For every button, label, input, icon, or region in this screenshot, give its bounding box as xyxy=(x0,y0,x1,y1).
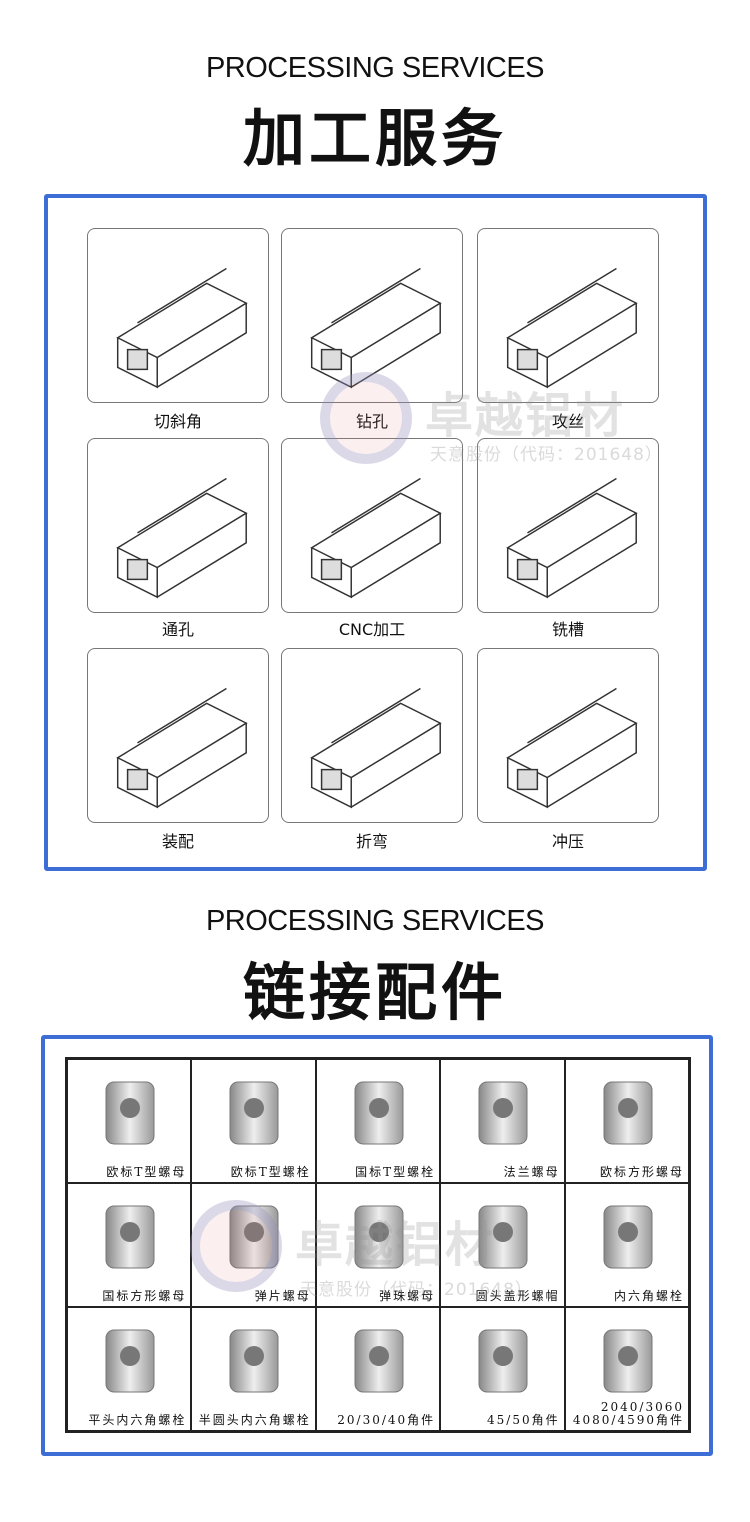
service-label: 折弯 xyxy=(355,832,388,851)
service-label: 通孔 xyxy=(161,620,194,639)
service-card xyxy=(87,438,269,613)
service-card xyxy=(477,438,659,613)
accessory-cell: 45/50角件 xyxy=(440,1307,565,1431)
service-card xyxy=(281,438,463,613)
section2-title-en: PROCESSING SERVICES xyxy=(205,905,545,937)
service-label: CNC加工 xyxy=(338,620,406,639)
section2-title-zh: 链接配件 xyxy=(242,956,507,1029)
part-image-icon xyxy=(105,1205,155,1269)
accessory-cell: 国标T型螺栓 xyxy=(315,1059,441,1183)
accessory-label: 20/30/40角件 xyxy=(337,1413,436,1427)
accessory-cell: 欧标T型螺母 xyxy=(67,1059,192,1183)
accessory-cell: 欧标T型螺栓 xyxy=(191,1059,316,1183)
part-image-icon xyxy=(478,1081,528,1145)
tapping-icon xyxy=(506,267,638,389)
accessory-label: 国标T型螺栓 xyxy=(355,1165,436,1179)
accessory-cell: 2040/3060 4080/4590角件 xyxy=(564,1307,689,1431)
accessory-label: 圆头盖形螺帽 xyxy=(475,1289,560,1303)
accessory-label: 2040/3060 4080/4590角件 xyxy=(572,1400,684,1427)
service-label: 冲压 xyxy=(551,832,584,851)
accessory-label: 平头内六角螺栓 xyxy=(88,1413,187,1427)
accessory-cell: 平头内六角螺栓 xyxy=(67,1307,192,1431)
service-card xyxy=(281,648,463,823)
bending-icon xyxy=(310,687,442,809)
assembly-icon xyxy=(116,687,248,809)
service-card xyxy=(87,648,269,823)
part-image-icon xyxy=(603,1205,653,1269)
accessory-cell: 内六角螺栓 xyxy=(564,1183,689,1307)
accessory-cell: 圆头盖形螺帽 xyxy=(440,1183,565,1307)
drilling-icon xyxy=(310,267,442,389)
through-hole-icon xyxy=(116,477,248,599)
accessory-label: 弹片螺母 xyxy=(254,1289,311,1303)
accessory-cell: 弹珠螺母 xyxy=(315,1183,441,1307)
service-label: 装配 xyxy=(161,832,194,851)
watermark-logo xyxy=(320,372,412,464)
accessory-label: 欧标T型螺母 xyxy=(106,1165,187,1179)
accessory-label: 法兰螺母 xyxy=(503,1165,560,1179)
service-label: 切斜角 xyxy=(153,412,202,431)
stamping-icon xyxy=(506,687,638,809)
part-image-icon xyxy=(478,1205,528,1269)
accessory-cell: 法兰螺母 xyxy=(440,1059,565,1183)
part-image-icon xyxy=(105,1081,155,1145)
section1-title-en: PROCESSING SERVICES xyxy=(205,52,545,84)
accessory-cell: 欧标方形螺母 xyxy=(564,1059,689,1183)
accessory-label: 欧标T型螺栓 xyxy=(230,1165,311,1179)
slot-milling-icon xyxy=(506,477,638,599)
part-image-icon xyxy=(229,1081,279,1145)
accessory-cell: 20/30/40角件 xyxy=(315,1307,441,1431)
part-image-icon xyxy=(354,1081,404,1145)
service-card xyxy=(477,228,659,403)
cnc-icon xyxy=(310,477,442,599)
service-label: 攻丝 xyxy=(551,412,584,431)
watermark-logo-2 xyxy=(190,1200,282,1292)
service-label: 铣槽 xyxy=(551,620,584,639)
part-image-icon xyxy=(603,1329,653,1393)
section1-title-zh: 加工服务 xyxy=(242,102,507,175)
accessories-grid: 欧标T型螺母 欧标T型螺栓 国标T型螺栓 法兰螺母 欧标方形螺母国标方形螺母 弹片螺母 弹珠… xyxy=(65,1057,691,1433)
miter-cut-icon xyxy=(116,267,248,389)
accessory-cell: 国标方形螺母 xyxy=(67,1183,192,1307)
accessory-label: 国标方形螺母 xyxy=(102,1289,187,1303)
accessory-cell: 半圆头内六角螺栓 xyxy=(191,1307,316,1431)
part-image-icon xyxy=(478,1329,528,1393)
accessory-label: 45/50角件 xyxy=(487,1413,560,1427)
part-image-icon xyxy=(603,1081,653,1145)
accessory-label: 半圆头内六角螺栓 xyxy=(198,1413,311,1427)
part-image-icon xyxy=(354,1205,404,1269)
accessory-label: 内六角螺栓 xyxy=(613,1289,684,1303)
part-image-icon xyxy=(354,1329,404,1393)
service-card xyxy=(477,648,659,823)
accessory-label: 弹珠螺母 xyxy=(379,1289,436,1303)
part-image-icon xyxy=(229,1329,279,1393)
service-card xyxy=(87,228,269,403)
part-image-icon xyxy=(105,1329,155,1393)
accessory-label: 欧标方形螺母 xyxy=(599,1165,684,1179)
